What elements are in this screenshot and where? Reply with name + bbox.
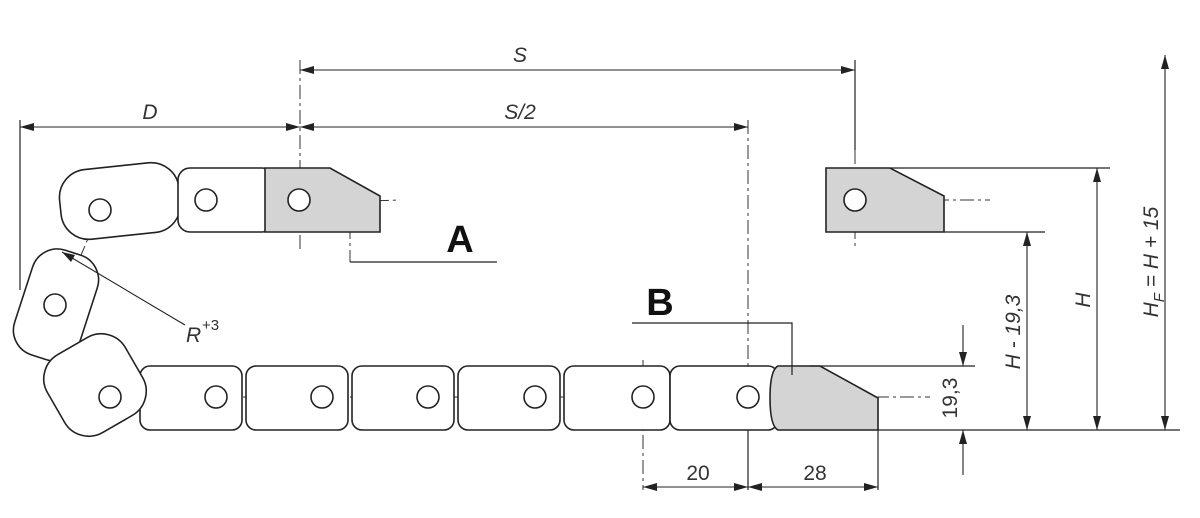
chain-link: [457, 365, 561, 431]
bracket-a: [264, 167, 381, 233]
bracket-right-hole: [843, 188, 867, 212]
upper-link: [177, 167, 275, 233]
pin-hole: [204, 385, 228, 409]
brackets: [264, 167, 945, 431]
pin-hole: [88, 198, 112, 222]
pin-hole: [194, 188, 218, 212]
label-d: D: [142, 101, 157, 124]
label-b: B: [646, 282, 673, 324]
chain-link: [351, 365, 455, 431]
pin-hole: [98, 385, 122, 409]
label-19-3: 19,3: [939, 378, 962, 419]
pin-hole: [416, 385, 440, 409]
dim-r-leader: [61, 251, 186, 326]
label-h: H: [1072, 292, 1095, 308]
extension-lines: [19, 60, 1180, 490]
label-r: R: [186, 324, 201, 347]
label-a: A: [446, 219, 473, 261]
label-hf-rest: = H + 15: [1140, 206, 1163, 293]
chain-link: [245, 365, 349, 431]
bracket-a-hole: [287, 188, 311, 212]
label-s-half: S/2: [504, 101, 536, 124]
pin-hole: [523, 385, 547, 409]
pin-hole: [631, 385, 655, 409]
bracket-right: [825, 167, 945, 233]
pin-hole: [310, 385, 334, 409]
chain-link: [669, 365, 779, 431]
label-s: S: [513, 44, 527, 67]
label-hf: HF = H + 15: [1140, 206, 1168, 317]
bend-links: [12, 161, 275, 438]
bend-link-top: [58, 161, 182, 241]
leader-b: [632, 322, 793, 375]
pin-hole: [736, 385, 760, 409]
label-hf-sub: F: [1151, 292, 1168, 302]
pin-hole: [43, 293, 67, 317]
label-hf-h: H: [1140, 301, 1163, 317]
dimension-lines: [20, 55, 1169, 491]
labels: S D S/2 A B R +3 20 28 19,3 H - 19,3 H H…: [142, 44, 1168, 485]
label-20: 20: [686, 462, 709, 485]
bracket-b: [769, 365, 879, 431]
lower-chain: [139, 365, 779, 431]
bend-link-bottom: [42, 332, 148, 438]
label-r-superscript: +3: [202, 317, 219, 334]
label-28: 28: [803, 462, 826, 485]
label-h-minus: H - 19,3: [1002, 294, 1025, 369]
